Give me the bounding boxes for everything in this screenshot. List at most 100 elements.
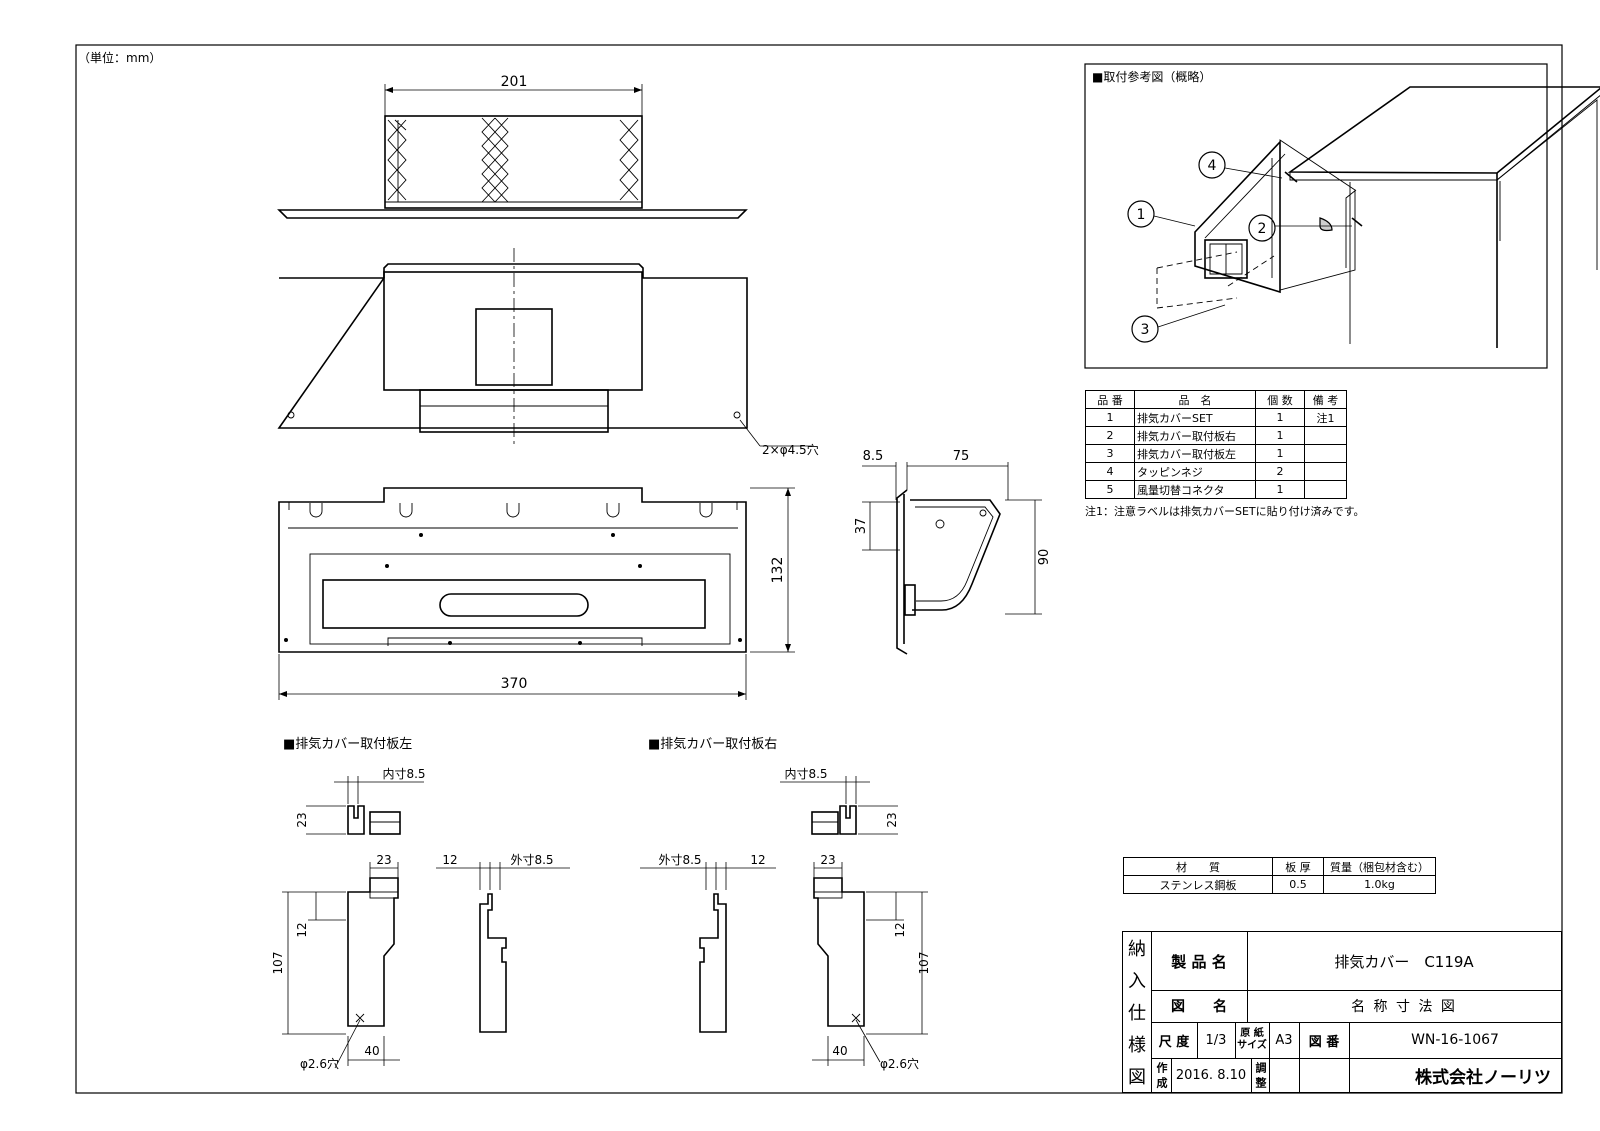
part-note [1304,462,1347,481]
product-value: 排気カバー C119A [1247,932,1561,991]
company-name: 株式会社ノーリツ [1349,1058,1561,1092]
left-d23a: 23 [295,812,309,827]
left-d40: 40 [364,1044,379,1058]
unit-label: （単位：mm） [78,50,161,65]
left-plate-title: ■排気カバー取付板左 [283,736,412,752]
dim-side-75: 75 [953,449,970,464]
dim-side-8-5: 8.5 [863,449,884,464]
rear-view: 370 132 [278,487,795,700]
top-view: 201 [277,74,748,219]
scale-label: 尺 度 [1151,1022,1198,1059]
paper-value: A3 [1269,1022,1300,1059]
part-note [1304,480,1347,499]
right-d107: 107 [917,952,931,975]
part-qty: 2 [1255,462,1305,481]
callout-3: 4 [1208,158,1217,174]
part-name: 排気カバーSET [1134,408,1256,427]
vertical-char: 納 [1128,939,1146,960]
part-name: 排気カバー取付板右 [1134,426,1256,445]
right-plate-views: ■排気カバー取付板右 内寸8.5 23 23 107 12 φ2.6穴 40 外… [640,736,931,1071]
front-view: 2×φ4.5穴 [277,248,819,457]
vertical-char: 仕 [1128,1003,1146,1024]
parts-header-note: 備 考 [1304,390,1347,409]
part-qty: 1 [1255,480,1305,499]
table-row: 1 排気カバーSET 1 注1 [1085,408,1347,427]
table-row: 2 排気カバー取付板右 1 [1085,426,1347,445]
part-no: 1 [1085,408,1135,427]
dim-holes: 2×φ4.5穴 [762,442,819,457]
scale-value: 1/3 [1197,1022,1236,1059]
parts-header-qty: 個 数 [1255,390,1305,409]
callout-2: 2 [1258,221,1267,237]
install-ref-title: ■取付参考図（概略） [1092,69,1211,84]
dim-370: 370 [501,676,528,692]
material-header-row: 材 質 板 厚 質量（梱包材含む） [1123,857,1436,876]
dim-side-37: 37 [854,518,869,535]
parts-header-name: 品 名 [1134,390,1256,409]
left-outer: 外寸8.5 [510,853,553,867]
made-value: 2016. 8.10 [1171,1058,1252,1092]
dim-132: 132 [770,557,786,584]
thickness-value: 0.5 [1272,875,1324,894]
title-block-vertical: 納 入 仕 様 図 [1123,932,1152,1092]
part-no: 4 [1085,462,1135,481]
right-d40: 40 [832,1044,847,1058]
dim-201: 201 [501,74,528,90]
material-value: ステンレス鋼板 [1123,875,1273,894]
vertical-char: 様 [1128,1035,1146,1056]
drawing-label: 図 名 [1151,990,1248,1023]
left-hole: φ2.6穴 [300,1056,339,1071]
side-view: 8.5 75 37 90 [854,449,1052,655]
callout-4: 3 [1141,322,1150,338]
part-no: 5 [1085,480,1135,499]
table-row: 3 排気カバー取付板左 1 [1085,444,1347,463]
dim-side-90: 90 [1037,549,1052,566]
right-d23a: 23 [885,812,899,827]
parts-header-no: 品 番 [1085,390,1135,409]
number-label: 図 番 [1299,1022,1350,1059]
material-header: 材 質 [1123,857,1273,876]
callout-1: 1 [1137,207,1146,223]
parts-table: .pt{border-collapse:collapse;width:100%;… [1085,390,1365,519]
right-d23b: 23 [820,853,835,867]
left-d12: 12 [295,922,309,937]
title-block: 納 入 仕 様 図 製 品 名 排気カバー C119A 図 名 名 称 寸 法 … [1122,931,1562,1093]
left-s12: 12 [442,853,457,867]
vertical-char: 図 [1128,1067,1146,1088]
vertical-char: 入 [1128,971,1146,992]
right-outer: 外寸8.5 [658,853,701,867]
part-qty: 1 [1255,408,1305,427]
part-no: 2 [1085,426,1135,445]
mass-header: 質量（梱包材含む） [1323,857,1436,876]
material-table: 材 質 板 厚 質量（梱包材含む） ステンレス鋼板 0.5 1.0kg [1123,857,1436,894]
right-plate-title: ■排気カバー取付板右 [648,736,777,752]
left-plate-views: ■排気カバー取付板左 内寸8.5 23 23 107 12 φ2.6穴 40 1… [271,736,570,1071]
drawing-value: 名 称 寸 法 図 [1247,990,1561,1023]
product-label: 製 品 名 [1151,932,1248,991]
part-note [1304,444,1347,463]
right-hole: φ2.6穴 [880,1056,919,1071]
left-d107: 107 [271,952,285,975]
part-name: タッピンネジ [1134,462,1256,481]
made-label: 作 成 [1151,1058,1172,1092]
part-name: 風量切替コネクタ [1134,480,1256,499]
table-row: 4 タッピンネジ 2 [1085,462,1347,481]
number-value: WN-16-1067 [1349,1022,1561,1059]
install-reference: ■取付参考図（概略） 4 1 2 3 [1084,63,1600,369]
sheet-border [75,44,1563,1094]
check-label: 調 整 [1251,1058,1270,1092]
part-qty: 1 [1255,426,1305,445]
table-row: ステンレス鋼板 0.5 1.0kg [1123,875,1436,894]
right-inner-dim: 内寸8.5 [784,767,827,781]
right-s12: 12 [750,853,765,867]
thickness-header: 板 厚 [1272,857,1324,876]
mass-value: 1.0kg [1323,875,1436,894]
table-row: 5 風量切替コネクタ 1 [1085,480,1347,499]
part-name: 排気カバー取付板左 [1134,444,1256,463]
parts-note: 注1：注意ラベルは排気カバーSETに貼り付け済みです。 [1085,505,1365,518]
right-d12: 12 [893,922,907,937]
left-inner-dim: 内寸8.5 [382,767,425,781]
part-no: 3 [1085,444,1135,463]
paper-label: 原 紙 サイズ [1235,1022,1270,1059]
